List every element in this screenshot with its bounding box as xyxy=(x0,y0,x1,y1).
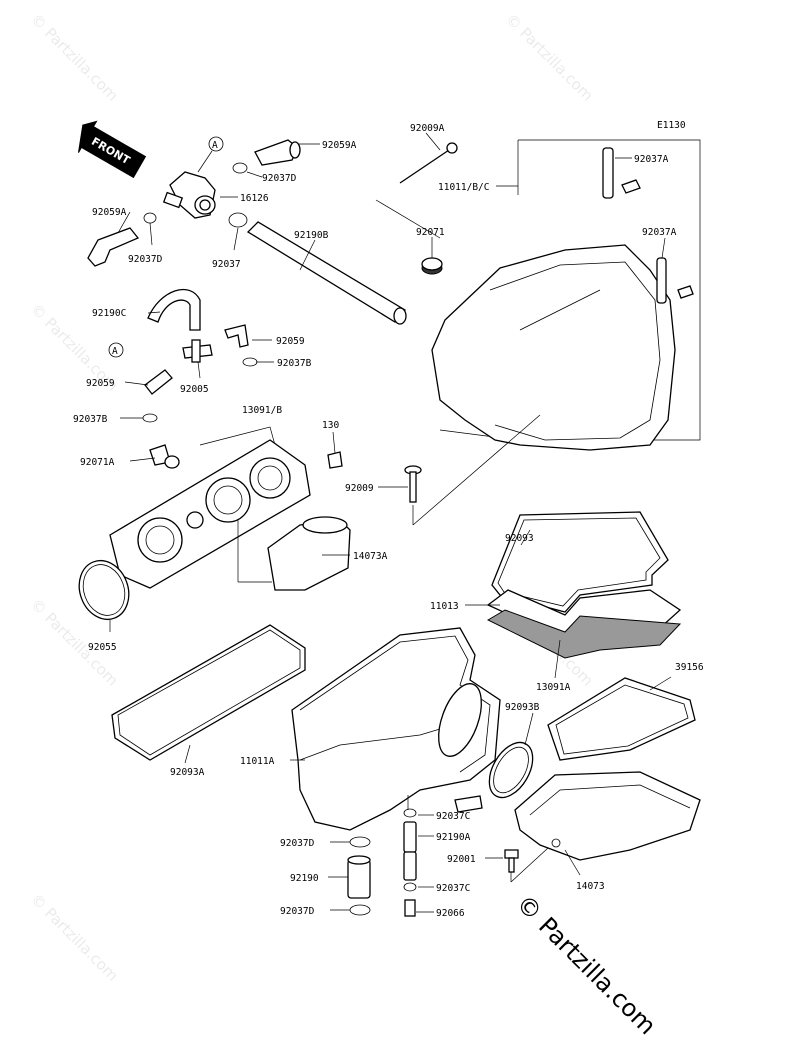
air-box-cover xyxy=(375,139,701,451)
gasket-92093A xyxy=(111,624,306,761)
label-16126: 16126 xyxy=(240,193,269,204)
watermark-2: © Partzilla.com xyxy=(502,10,597,105)
front-arrow-icon: FRONT xyxy=(77,120,147,179)
part-labels: 92059A 92037D 16126 92059A 92037D 92037 … xyxy=(73,123,704,919)
label-92093: 92093 xyxy=(505,533,534,544)
label-92037B-left: 92037B xyxy=(73,414,108,425)
diagram-code: E1130 xyxy=(657,120,686,131)
screw-92009 xyxy=(404,414,541,526)
label-92037D-bottom1: 92037D xyxy=(280,838,315,849)
label-92059-right: 92059 xyxy=(276,336,305,347)
label-92037C-bottom: 92037C xyxy=(436,883,470,894)
label-92093A: 92093A xyxy=(170,767,205,778)
label-92059A-top: 92059A xyxy=(322,140,357,151)
intake-plate xyxy=(78,426,351,621)
label-130: 130 xyxy=(322,420,339,431)
label-92037D-left: 92037D xyxy=(128,254,163,265)
label-13091B: 13091/B xyxy=(242,405,282,416)
label-92059A-left: 92059A xyxy=(92,207,127,218)
leader-lines xyxy=(109,132,672,913)
label-92037D-top: 92037D xyxy=(262,173,297,184)
label-11013: 11013 xyxy=(430,601,459,612)
plate-39156 xyxy=(547,677,696,761)
label-92009: 92009 xyxy=(345,483,374,494)
label-92190A: 92190A xyxy=(436,832,471,843)
label-92037: 92037 xyxy=(212,259,241,270)
label-92071: 92071 xyxy=(416,227,445,238)
label-92005: 92005 xyxy=(180,384,209,395)
label-92093B: 92093B xyxy=(505,702,540,713)
copyright-text: © Partzilla.com xyxy=(511,889,662,1040)
label-92071A: 92071A xyxy=(80,457,115,468)
label-14073A: 14073A xyxy=(353,551,388,562)
label-13091A: 13091A xyxy=(536,682,571,693)
filter-stack xyxy=(486,511,682,659)
label-92009A: 92009A xyxy=(410,123,445,134)
air-box-case xyxy=(291,627,534,831)
label-92037D-bottom2: 92037D xyxy=(280,906,315,917)
label-92037A-2: 92037A xyxy=(642,227,677,238)
label-39156: 39156 xyxy=(675,662,704,673)
bottom-cover xyxy=(514,771,701,861)
callout-a-top: A xyxy=(212,140,218,151)
label-92190B: 92190B xyxy=(294,230,329,241)
label-92066: 92066 xyxy=(436,908,465,919)
label-92190: 92190 xyxy=(290,873,319,884)
label-14073: 14073 xyxy=(576,881,605,892)
label-92037B-right: 92037B xyxy=(277,358,312,369)
watermark-7: © Partzilla.com xyxy=(27,890,122,985)
upper-hoses: A A xyxy=(87,136,407,423)
label-92037C-top: 92037C xyxy=(436,811,470,822)
callout-a-bottom: A xyxy=(112,346,118,357)
label-92059-left: 92059 xyxy=(86,378,115,389)
label-11011BC: 11011/B/C xyxy=(438,182,489,193)
label-92037A-1: 92037A xyxy=(634,154,669,165)
watermark-1: © Partzilla.com xyxy=(27,10,122,105)
label-92055: 92055 xyxy=(88,642,117,653)
label-92001: 92001 xyxy=(447,854,476,865)
label-11011A: 11011A xyxy=(240,756,275,767)
drain-components xyxy=(347,795,549,917)
label-92190C: 92190C xyxy=(92,308,126,319)
